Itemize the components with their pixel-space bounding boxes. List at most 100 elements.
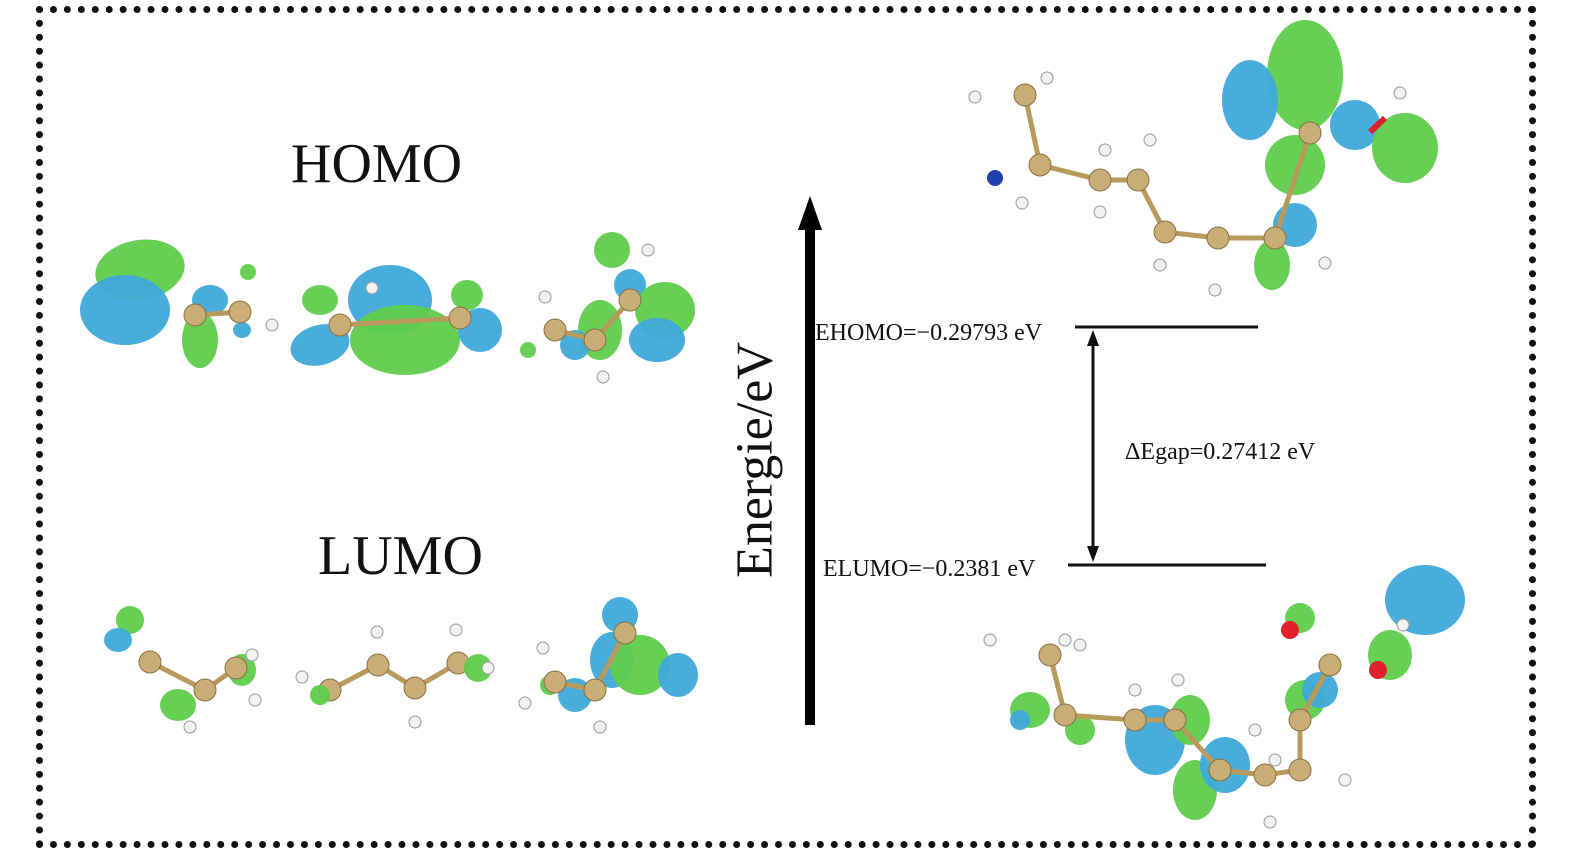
carbon-atom [1288, 708, 1312, 732]
orbital-lobe-blue [80, 275, 170, 345]
hydrogen-atom [1318, 256, 1332, 270]
carbon-atom [1318, 653, 1342, 677]
hydrogen-atom [1143, 133, 1157, 147]
carbon-atom [183, 303, 207, 327]
orbital-lobe-green [520, 342, 536, 358]
carbon-atom [543, 318, 567, 342]
orbital-lobe-green [116, 606, 144, 634]
oxygen-atom [1281, 621, 1299, 639]
hydrogen-atom [1073, 638, 1087, 652]
orbital-lobe-green [302, 285, 338, 315]
carbon-atom [1053, 703, 1077, 727]
hydrogen-atom [1268, 753, 1282, 767]
carbon-atom [193, 678, 217, 702]
orbital-lobe-green [1170, 695, 1210, 745]
carbon-atom [1088, 168, 1112, 192]
bond [1272, 132, 1313, 239]
hydrogen-atom [1040, 71, 1054, 85]
hydrogen-atom [265, 318, 279, 332]
hydrogen-atom [408, 715, 422, 729]
hydrogen-atom [593, 720, 607, 734]
carbon-atom [1263, 226, 1287, 250]
carbon-atom [583, 678, 607, 702]
energy-axis-label: Energie/eV [726, 342, 784, 578]
orbital-lobe-green [182, 312, 218, 368]
orbital-lobe-blue [233, 322, 251, 338]
carbon-atom [403, 676, 427, 700]
hydrogen-atom [641, 243, 655, 257]
carbon-atom [1028, 153, 1052, 177]
carbon-atom [1208, 758, 1232, 782]
hydrogen-atom [983, 633, 997, 647]
hydrogen-atom [365, 281, 379, 295]
orbital-lobe-green [350, 305, 460, 375]
carbon-atom [1288, 758, 1312, 782]
carbon-atom [1298, 121, 1322, 145]
gap-label: ΔEgap=0.27412 eV [1125, 439, 1316, 465]
carbon-atom [1153, 220, 1177, 244]
hydrogen-atom [481, 661, 495, 675]
orbital-lobe-blue [1385, 565, 1465, 635]
bond [1022, 94, 1043, 166]
orbital-lobe-green [1372, 113, 1438, 183]
orbital-lobe-blue [104, 628, 132, 652]
hydrogen-atom [1058, 633, 1072, 647]
hydrogen-atom [1208, 283, 1222, 297]
carbon-atom [583, 328, 607, 352]
carbon-atom [448, 306, 472, 330]
carbon-atom [224, 656, 248, 680]
carbon-atom [1206, 226, 1230, 250]
orbital-lobe-green [451, 280, 483, 310]
energy-axis-arrowhead [798, 196, 822, 230]
hydrogen-atom [1171, 673, 1185, 687]
hydrogen-atom [245, 648, 259, 662]
oxygen-bond [1367, 115, 1388, 135]
orbital-lobe-green [610, 635, 670, 695]
carbon-atom [543, 670, 567, 694]
homo-title: HOMO [291, 133, 463, 195]
orbital-lobe-blue [629, 318, 685, 362]
orbital-lobe-green [160, 689, 196, 721]
hydrogen-atom [248, 693, 262, 707]
hydrogen-atom [1248, 723, 1262, 737]
nitrogen-atom [987, 170, 1003, 186]
orbital-lobe-green [240, 264, 256, 280]
carbon-atom [1126, 168, 1150, 192]
carbon-atom [228, 300, 252, 324]
carbon-atom [366, 653, 390, 677]
orbital-lobe-blue [1330, 100, 1380, 150]
gap-arrowhead-bottom [1087, 546, 1099, 562]
hydrogen-atom [1093, 205, 1107, 219]
carbon-atom [613, 621, 637, 645]
orbital-lobe-green [594, 232, 630, 268]
orbital-lobe-blue [1222, 60, 1278, 140]
hydrogen-atom [1393, 86, 1407, 100]
carbon-atom [328, 313, 352, 337]
orbital-lobe-green [464, 654, 492, 682]
hydrogen-atom [1098, 143, 1112, 157]
hydrogen-atom [1153, 258, 1167, 272]
carbon-atom [1253, 763, 1277, 787]
carbon-atom [618, 288, 642, 312]
hydrogen-atom [1128, 683, 1142, 697]
orbital-lobe-green [310, 685, 330, 705]
hydrogen-atom [183, 720, 197, 734]
hydrogen-atom [536, 641, 550, 655]
bond [339, 315, 461, 328]
carbon-atom [1038, 643, 1062, 667]
dotted-frame [36, 6, 1536, 848]
gap-arrowhead-top [1087, 330, 1099, 346]
carbon-atom [1013, 83, 1037, 107]
orbital-lobe-green [1265, 135, 1325, 195]
orbital-lobe-blue [658, 653, 698, 697]
orbital-lobe-green [1267, 20, 1343, 130]
orbital-lobe-green [1254, 240, 1290, 290]
lumo-title: LUMO [318, 525, 483, 587]
hydrogen-atom [1015, 196, 1029, 210]
hydrogen-atom [518, 696, 532, 710]
oxygen-atom [1369, 661, 1387, 679]
elumo-label: ELUMO=−0.2381 eV [823, 556, 1036, 582]
hydrogen-atom [1396, 618, 1410, 632]
carbon-atom [138, 650, 162, 674]
hydrogen-atom [968, 90, 982, 104]
